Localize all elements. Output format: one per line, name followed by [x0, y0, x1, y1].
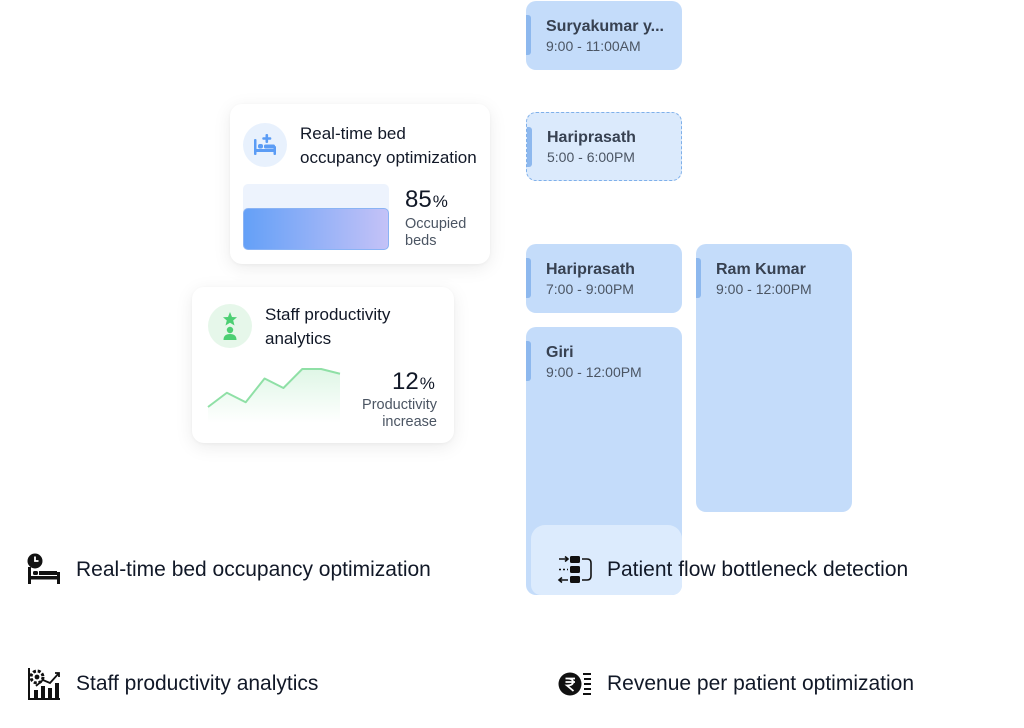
feature-label: Staff productivity analytics — [76, 672, 319, 695]
card-title-line: Real-time bed — [300, 124, 406, 143]
feature-label: Revenue per patient optimization — [607, 672, 915, 695]
card-title: Real-time bed occupancy optimization — [300, 122, 477, 170]
star-person-icon — [208, 304, 252, 348]
appointment-name: Hariprasath — [547, 129, 636, 146]
appointment-overlay — [531, 525, 682, 595]
flow-arrows-icon — [557, 552, 593, 588]
feature-label: Real-time bed occupancy optimization — [76, 558, 431, 581]
caption-line: beds — [405, 233, 437, 249]
occupancy-caption: Occupied beds — [405, 216, 466, 250]
staff-productivity-card: Staff productivity analytics 12% Product… — [192, 287, 454, 443]
caption-line: increase — [382, 414, 437, 430]
appointment-name: Hariprasath — [546, 261, 635, 278]
appointment-block[interactable]: Suryakumar y... 9:00 - 11:00AM — [526, 1, 682, 70]
gear-chart-icon — [26, 666, 62, 702]
productivity-value: 12% — [392, 368, 435, 396]
rupee-coin-icon — [557, 666, 593, 702]
occupancy-value: 85% — [405, 186, 448, 214]
trend-line — [207, 368, 341, 408]
bed-occupancy-card: Real-time bed occupancy optimization 85%… — [230, 104, 490, 264]
feature-label: Patient flow bottleneck detection — [607, 558, 909, 581]
hospital-bed-plus-icon — [243, 123, 287, 167]
caption-line: Productivity — [362, 397, 437, 413]
appointment-name: Ram Kumar — [716, 261, 806, 278]
feature-item: Real-time bed occupancy optimization — [26, 552, 431, 588]
card-title-line: occupancy optimization — [300, 148, 477, 167]
appointment-name: Suryakumar y... — [546, 18, 664, 35]
productivity-trend-chart — [207, 368, 341, 423]
appointment-time: 9:00 - 11:00AM — [546, 38, 641, 54]
appointment-block[interactable]: Ram Kumar 9:00 - 12:00PM — [696, 244, 852, 512]
occupancy-number: 85 — [405, 186, 432, 213]
productivity-unit: % — [419, 374, 435, 393]
occupancy-bar-fill — [243, 208, 389, 250]
appointment-time: 5:00 - 6:00PM — [547, 149, 635, 165]
clock-bed-icon — [26, 552, 62, 588]
feature-item: Revenue per patient optimization — [557, 666, 914, 702]
trend-area — [208, 369, 340, 423]
appointment-time: 9:00 - 12:00PM — [716, 281, 812, 297]
appointment-time: 7:00 - 9:00PM — [546, 281, 634, 297]
card-title: Staff productivity analytics — [265, 303, 390, 351]
caption-line: Occupied — [405, 216, 467, 232]
appointment-block-draft[interactable]: Hariprasath 5:00 - 6:00PM — [526, 112, 682, 181]
productivity-caption: Productivity increase — [362, 397, 437, 431]
occupancy-unit: % — [432, 192, 448, 211]
appointment-block[interactable]: Hariprasath 7:00 - 9:00PM — [526, 244, 682, 313]
productivity-number: 12 — [392, 368, 419, 395]
card-title-line: Staff productivity — [265, 305, 391, 324]
appointment-time: 9:00 - 12:00PM — [546, 364, 642, 380]
feature-item: Patient flow bottleneck detection — [557, 552, 908, 588]
feature-item: Staff productivity analytics — [26, 666, 318, 702]
appointment-name: Giri — [546, 344, 574, 361]
card-title-line: analytics — [265, 329, 332, 348]
